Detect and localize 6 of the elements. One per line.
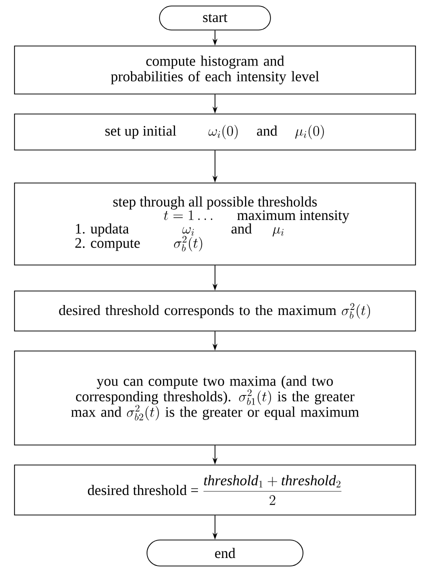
process-box: desired threshold = $\frac{\mathit{threshold}_1+\mathit{threshold}_2}{2}$ <box>14 464 416 516</box>
process-box: set up initial $\omega_i(0)$ and $\mu_i(0)$ <box>14 114 416 150</box>
process-box: compute histogram and probabilities of each intensity level <box>14 46 416 94</box>
process-box: you can compute two maxima (and two corresponding thresholds). $\sigma_{b1}^2(t)$ is the greater max and $\sigma_{b2}^2(t)$ is the greater or equal maximum <box>14 350 416 446</box>
process-box: desired threshold corresponds to the maximum $\sigma_b^2(t)$ <box>14 290 416 332</box>
process-box: step through all possible thresholds $t = 1\ldots$ maximum intensity 1. updata $\omega_i$ and $\mu_i$ 2. compute $\sigma_b^2(t)$ <box>14 182 416 266</box>
